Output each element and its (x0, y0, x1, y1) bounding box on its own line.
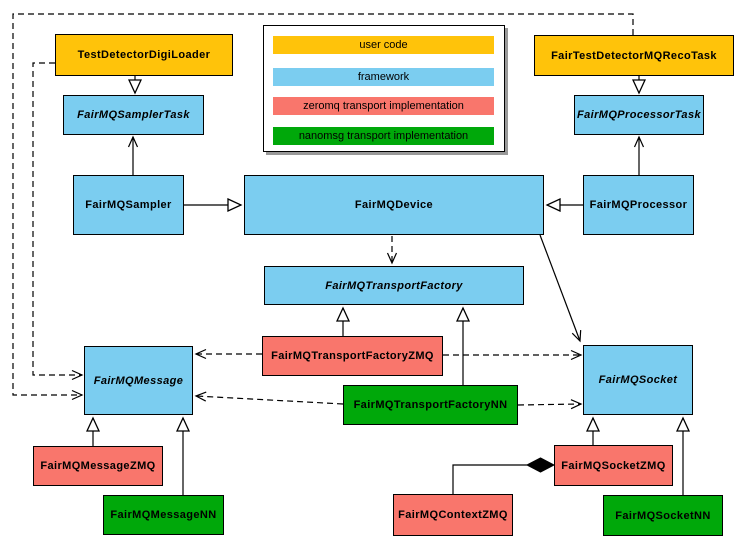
node-fairmqsocketnn: FairMQSocketNN (603, 495, 723, 536)
node-fairmqsamplertask: FairMQSamplerTask (63, 95, 204, 135)
edge-device-socket (539, 234, 582, 343)
legend-item-zeromq: zeromq transport implementation (273, 97, 494, 115)
node-fairmqsampler: FairMQSampler (73, 175, 184, 235)
edge-recotask-message (12, 13, 634, 401)
node-fairmqtransportfactoryzmq: FairMQTransportFactoryZMQ (262, 336, 443, 376)
node-fairmqsocket: FairMQSocket (583, 345, 693, 415)
node-fairmqdevice: FairMQDevice (244, 175, 544, 235)
node-fairmqtransportfactory: FairMQTransportFactory (264, 266, 524, 305)
edge-tfnn-message (194, 391, 344, 405)
legend-box: user code framework zeromq transport imp… (263, 25, 505, 152)
node-fairmqsocketzmq: FairMQSocketZMQ (554, 445, 673, 486)
node-fairmqprocessor: FairMQProcessor (583, 175, 694, 235)
node-fairmqcontextzmq: FairMQContextZMQ (393, 494, 513, 536)
edge-tfnn-socket (517, 399, 583, 410)
node-fairmqmessagenn: FairMQMessageNN (103, 495, 224, 535)
node-fairtestdetectormqrecotask: FairTestDetectorMQRecoTask (534, 35, 734, 76)
legend-item-nanomsg: nanomsg transport implementation (273, 127, 494, 145)
node-fairmqmessagezmq: FairMQMessageZMQ (33, 446, 163, 486)
node-testdetectordigiloader: TestDetectorDigiLoader (55, 34, 233, 76)
node-fairmqmessage: FairMQMessage (84, 346, 193, 415)
edge-contextzmq-socketzmq (452, 464, 527, 494)
legend-item-user-code: user code (273, 36, 494, 54)
node-fairmqprocessortask: FairMQProcessorTask (574, 95, 704, 135)
composition-diamond-icon (525, 457, 556, 473)
legend-item-framework: framework (273, 68, 494, 86)
node-fairmqtransportfactorynn: FairMQTransportFactoryNN (343, 385, 518, 425)
edge-digiloader-message (32, 62, 84, 381)
